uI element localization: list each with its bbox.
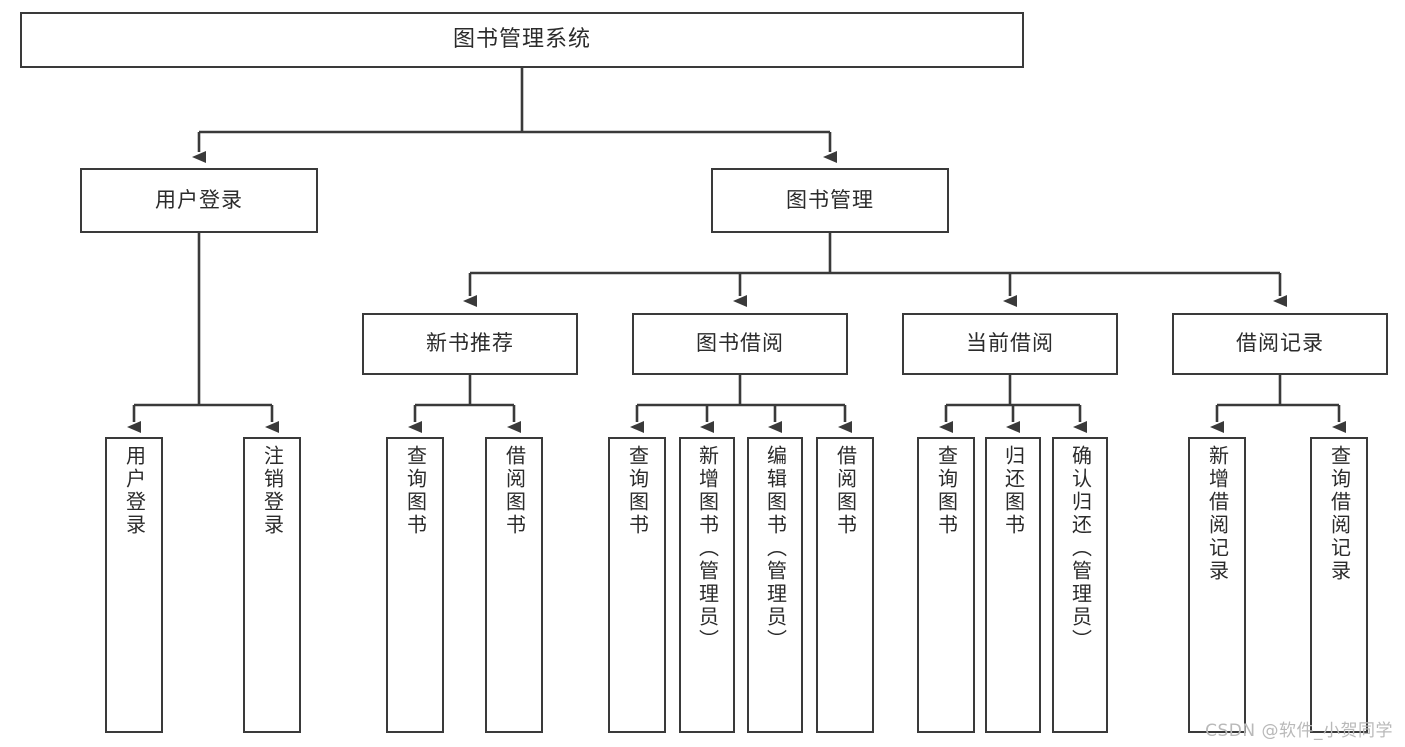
node-level3-current-borrow[interactable]: 当前借阅 (902, 313, 1118, 375)
node-label: 查询图书 (625, 445, 650, 537)
node-root[interactable]: 图书管理系统 (20, 12, 1024, 68)
watermark: CSDN @软件_小贺同学 (1205, 721, 1393, 741)
node-leaf-borrow-book-1[interactable]: 借阅图书 (485, 437, 543, 733)
node-label: 借阅图书 (502, 445, 527, 537)
node-label: 图书借阅 (696, 331, 784, 356)
node-label: 借阅记录 (1236, 331, 1324, 356)
node-label: 当前借阅 (966, 331, 1054, 356)
node-label: 归还图书 (1001, 445, 1026, 537)
node-level3-borrow-record[interactable]: 借阅记录 (1172, 313, 1388, 375)
node-label: 用户登录 (122, 445, 147, 537)
node-leaf-query-borrow-record[interactable]: 查询借阅记录 (1310, 437, 1368, 733)
node-leaf-confirm-return-admin[interactable]: 确认归还（管理员） (1052, 437, 1108, 733)
node-leaf-return-book[interactable]: 归还图书 (985, 437, 1041, 733)
node-leaf-user-login[interactable]: 用户登录 (105, 437, 163, 733)
node-label: 查询图书 (934, 445, 959, 537)
node-label: 图书管理 (786, 187, 874, 212)
node-level3-book-borrow[interactable]: 图书借阅 (632, 313, 848, 375)
node-leaf-query-book-2[interactable]: 查询图书 (608, 437, 666, 733)
node-label: 确认归还（管理员） (1068, 445, 1093, 652)
node-leaf-edit-book-admin[interactable]: 编辑图书（管理员） (747, 437, 803, 733)
node-leaf-query-book-1[interactable]: 查询图书 (386, 437, 444, 733)
node-leaf-add-book-admin[interactable]: 新增图书（管理员） (679, 437, 735, 733)
node-level2-book-management[interactable]: 图书管理 (711, 168, 949, 233)
node-leaf-logout[interactable]: 注销登录 (243, 437, 301, 733)
node-leaf-borrow-book-2[interactable]: 借阅图书 (816, 437, 874, 733)
node-leaf-add-borrow-record[interactable]: 新增借阅记录 (1188, 437, 1246, 733)
node-level2-user-login[interactable]: 用户登录 (80, 168, 318, 233)
node-leaf-query-book-3[interactable]: 查询图书 (917, 437, 975, 733)
node-level3-new-book-recommend[interactable]: 新书推荐 (362, 313, 578, 375)
node-label: 编辑图书（管理员） (763, 445, 788, 652)
node-label: 查询图书 (403, 445, 428, 537)
node-label: 用户登录 (155, 187, 243, 212)
node-label: 新增图书（管理员） (695, 445, 720, 652)
node-label: 查询借阅记录 (1327, 445, 1352, 583)
node-label: 新书推荐 (426, 331, 514, 356)
node-label: 新增借阅记录 (1205, 445, 1230, 583)
node-label: 注销登录 (260, 445, 285, 537)
node-label: 图书管理系统 (452, 26, 591, 52)
node-label: 借阅图书 (833, 445, 858, 537)
